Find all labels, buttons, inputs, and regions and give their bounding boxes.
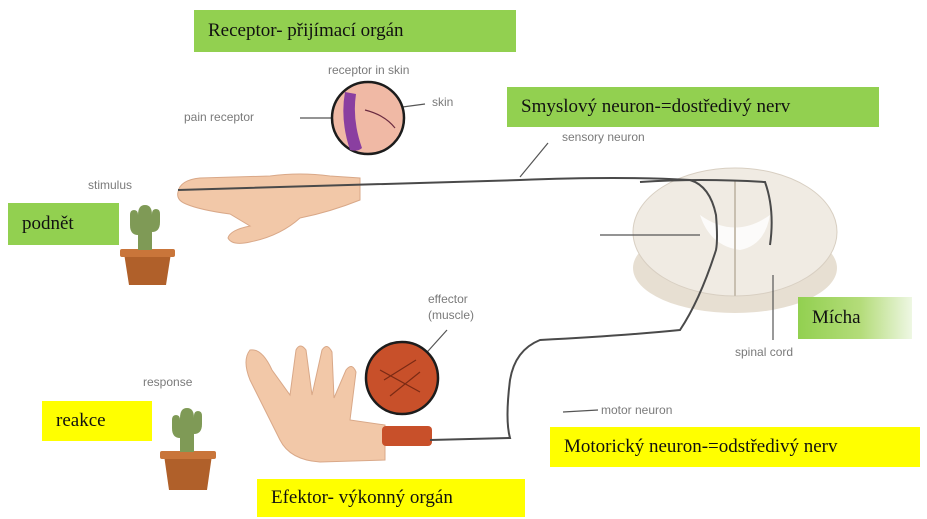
efektor-box: Efektor- výkonný orgán [257, 479, 525, 517]
annotation-skin: skin [432, 95, 453, 109]
pot-rim-bottom [160, 451, 216, 459]
pot-rim-top [120, 249, 175, 257]
annotation-effector: effector [428, 292, 468, 306]
motor-neuron-box: Motorický neuron-=odstředivý nerv [550, 427, 920, 467]
sensory-neuron-box: Smyslový neuron-=dostředivý nerv [507, 87, 879, 127]
cactus-arm-top-right [152, 209, 160, 232]
reakce-box: reakce [42, 401, 152, 441]
spinal-cord-section [633, 168, 837, 313]
forearm-muscle [382, 426, 432, 446]
cactus-top [120, 205, 175, 285]
annotation-receptor-in-skin: receptor in skin [328, 63, 409, 77]
effector-circle [366, 342, 438, 414]
podnet-box-label: podnět [22, 213, 74, 235]
annotation-spinal-cord: spinal cord [735, 345, 793, 359]
receptor-circle [332, 82, 404, 154]
efektor-box-label: Efektor- výkonný orgán [271, 487, 453, 509]
cactus-bottom [160, 408, 216, 490]
podnet-box: podnět [8, 203, 119, 245]
reakce-box-label: reakce [56, 410, 106, 432]
pot-bottom [164, 455, 212, 490]
annotation-motor-neuron: motor neuron [601, 403, 672, 417]
effector-circle-bg [366, 342, 438, 414]
micha-box: Mícha [798, 297, 912, 339]
annotation-response: response [143, 375, 192, 389]
receptor-box: Receptor- přijímací orgán [194, 10, 516, 52]
pot-top [124, 253, 171, 285]
hand-top [178, 174, 360, 243]
annotation-pain-receptor: pain receptor [184, 110, 254, 124]
leader-sensory [520, 143, 548, 177]
receptor-box-label: Receptor- přijímací orgán [208, 20, 404, 42]
hand-bottom [246, 346, 385, 462]
cactus-body-top [138, 205, 152, 250]
annotation-muscle: (muscle) [428, 308, 474, 322]
cactus-body-bottom [180, 408, 194, 452]
cactus-arm-bottom-left [172, 415, 180, 438]
motor-neuron-box-label: Motorický neuron-=odstředivý nerv [564, 436, 838, 458]
annotation-sensory-neuron: sensory neuron [562, 130, 645, 144]
sensory-neuron-box-label: Smyslový neuron-=dostředivý nerv [521, 96, 790, 118]
cactus-arm-bottom-right [194, 411, 202, 434]
receptor-circle-bg [332, 82, 404, 154]
leader-motor [563, 410, 598, 412]
micha-box-label: Mícha [812, 307, 861, 329]
annotation-stimulus: stimulus [88, 178, 132, 192]
cactus-arm-top-left [130, 210, 138, 235]
